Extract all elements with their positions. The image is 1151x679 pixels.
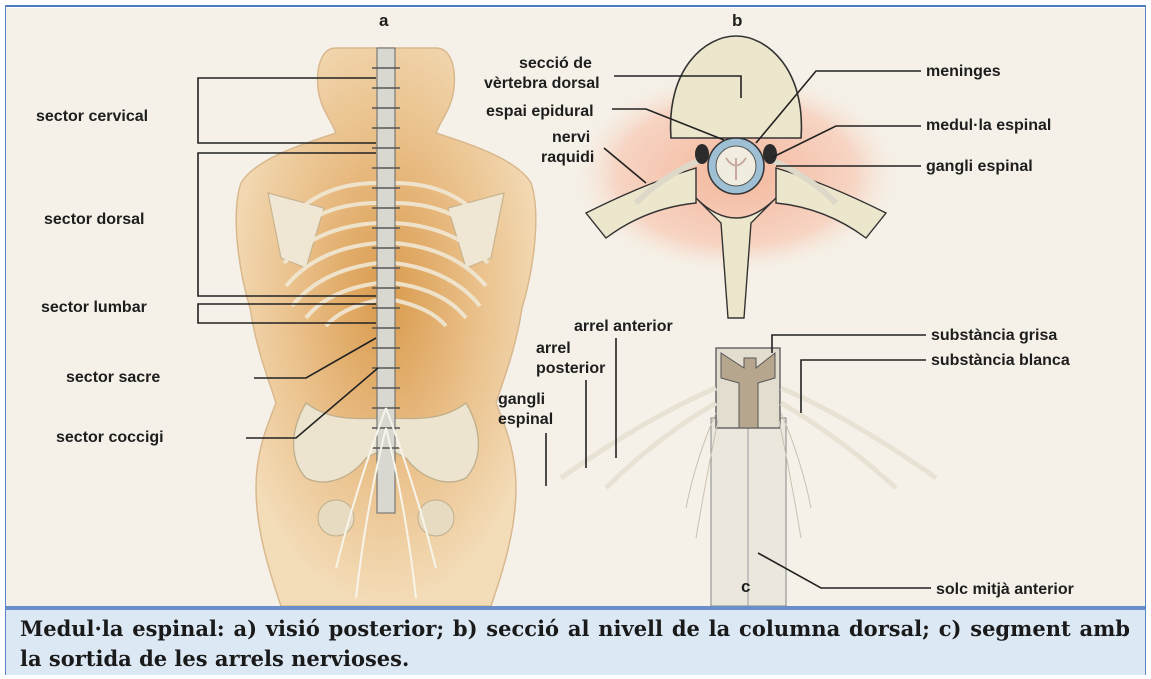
label-meninges: meninges <box>926 63 1001 80</box>
label-nervi-line1: nervi <box>552 129 590 146</box>
label-espai-epidural: espai epidural <box>486 103 594 120</box>
figure-caption: Medul·la espinal: a) visió posterior; b)… <box>20 614 1130 674</box>
panel-b-letter: b <box>732 11 742 30</box>
caption-bar: Medul·la espinal: a) visió posterior; b)… <box>6 606 1145 675</box>
label-sector-dorsal: sector dorsal <box>44 211 144 228</box>
label-sector-coccigi: sector coccigi <box>56 429 164 446</box>
label-gangli-line2: espinal <box>498 411 553 428</box>
label-substancia-grisa: substància grisa <box>931 327 1057 344</box>
anatomy-illustration: a sector cervical sector dorsal sector l… <box>6 8 1145 606</box>
label-solc-mitja-anterior: solc mitjà anterior <box>936 581 1074 598</box>
label-substancia-blanca: substància blanca <box>931 352 1070 369</box>
label-seccio-line2: vèrtebra dorsal <box>484 75 600 92</box>
label-gangli-line1: gangli <box>498 391 545 408</box>
label-seccio-line1: secció de <box>519 55 592 72</box>
label-medula-espinal: medul·la espinal <box>926 117 1051 134</box>
label-sector-sacre: sector sacre <box>66 369 160 386</box>
label-sector-lumbar: sector lumbar <box>41 299 147 316</box>
panel-a-letter: a <box>379 11 389 30</box>
spinal-segment <box>561 348 936 606</box>
label-gangli-espinal-b: gangli espinal <box>926 158 1033 175</box>
vertebra-cross-section <box>566 36 906 318</box>
label-sector-cervical: sector cervical <box>36 108 148 125</box>
label-arrel-anterior: arrel anterior <box>574 318 673 335</box>
panel-c-letter: c <box>741 577 750 596</box>
anatomy-figure: a sector cervical sector dorsal sector l… <box>6 8 1145 606</box>
body-posterior-view <box>236 48 536 606</box>
label-arrel-posterior-line1: arrel <box>536 340 571 357</box>
label-nervi-line2: raquidi <box>541 149 594 166</box>
label-arrel-posterior-line2: posterior <box>536 360 605 377</box>
